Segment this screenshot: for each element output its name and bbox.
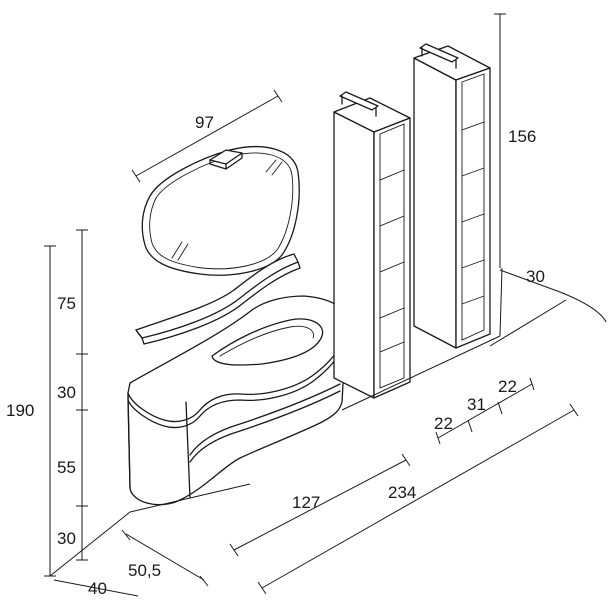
column-height-label: 156	[508, 127, 536, 146]
dimension-lines	[44, 13, 579, 597]
mirror	[141, 146, 300, 276]
shelf	[135, 253, 301, 345]
mirror-width-label: 97	[195, 113, 214, 132]
floor-clearance-label: 30	[57, 529, 76, 548]
column-a	[333, 91, 411, 399]
gap-height-label: 30	[57, 383, 76, 402]
total-height-label: 190	[6, 401, 34, 420]
dimension-labels: 97 156 30 22 31 22 234 127 50,5 40 190 7…	[6, 113, 545, 598]
column-depth-label: 30	[526, 267, 545, 286]
vanity-height-label: 55	[57, 458, 76, 477]
vanity-depth-label: 50,5	[128, 561, 161, 580]
vanity	[127, 295, 349, 506]
base-depth-label: 40	[88, 579, 107, 598]
column-b	[413, 43, 491, 349]
mirror-height-label: 75	[57, 294, 76, 313]
vanity-width-label: 127	[292, 493, 320, 512]
total-width-label: 234	[388, 483, 416, 502]
column-width-b-label: 22	[434, 414, 453, 433]
column-width-a-label: 22	[498, 377, 517, 396]
column-gap-label: 31	[467, 395, 486, 414]
floor-lines	[49, 267, 607, 577]
